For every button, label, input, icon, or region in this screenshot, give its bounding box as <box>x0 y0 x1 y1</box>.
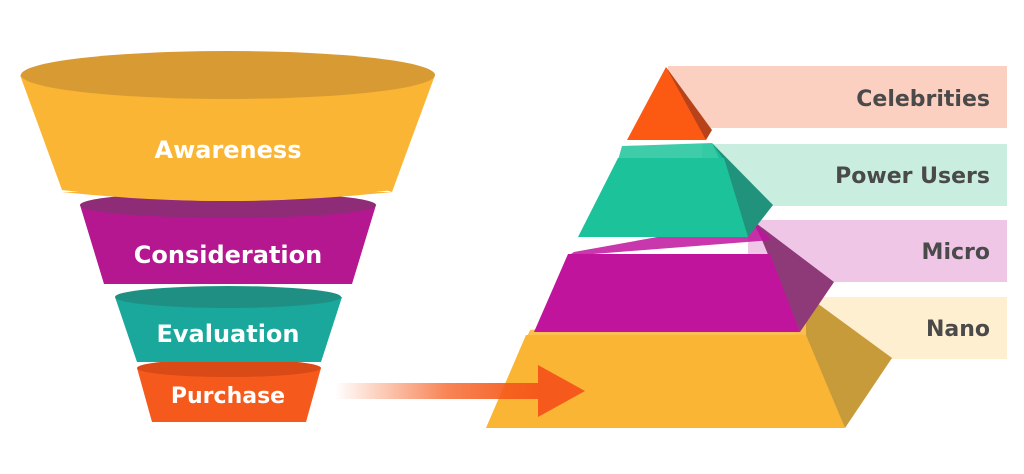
pyramid-tier-power-users <box>578 143 773 237</box>
pyramid-tier-celebrities <box>627 67 712 140</box>
funnel-stage-consideration <box>80 192 376 284</box>
pyramid-label-power-users: Power Users <box>835 164 990 189</box>
funnel <box>20 51 435 422</box>
arrow-right-icon <box>335 365 585 417</box>
funnel-label-evaluation: Evaluation <box>156 320 299 348</box>
pyramid-label-celebrities: Celebrities <box>856 87 990 112</box>
band-celebrities <box>668 66 1007 128</box>
pyramid-label-micro: Micro <box>922 240 990 265</box>
funnel-stage-evaluation <box>115 286 342 362</box>
pyramid-label-nano: Nano <box>926 317 990 342</box>
pyramid-tier-micro <box>534 220 834 332</box>
funnel-stage-purchase <box>137 359 321 422</box>
pyramid-labels: Celebrities Power Users Micro Nano <box>835 87 990 342</box>
funnel-label-purchase: Purchase <box>171 384 285 409</box>
funnel-stage-awareness <box>20 51 435 201</box>
funnel-labels: Awareness Consideration Evaluation Purch… <box>134 136 322 409</box>
funnel-label-consideration: Consideration <box>134 241 322 269</box>
funnel-label-awareness: Awareness <box>155 136 302 164</box>
